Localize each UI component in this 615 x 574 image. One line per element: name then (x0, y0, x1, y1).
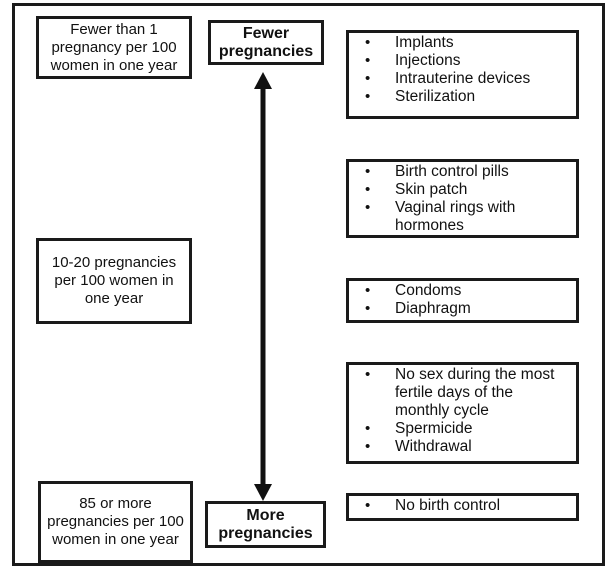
method-item: Vaginal rings with hormones (359, 199, 570, 235)
method-item: Condoms (359, 282, 570, 300)
method-item: Skin patch (359, 181, 570, 199)
rate-box-bottom: 85 or more pregnancies per 100 women in … (38, 481, 193, 563)
fewer-pregnancies-label: Fewer pregnancies (208, 20, 324, 65)
method-group-3: Condoms Diaphragm (346, 278, 579, 323)
rate-text-bottom: 85 or more pregnancies per 100 women in … (47, 495, 184, 548)
method-item: Injections (359, 52, 570, 70)
method-item: Withdrawal (359, 438, 570, 456)
method-group-4: No sex during the most fertile days of t… (346, 362, 579, 464)
method-item: Birth control pills (359, 163, 570, 181)
rate-box-middle: 10-20 pregnancies per 100 women in one y… (36, 238, 192, 324)
method-item: Implants (359, 34, 570, 52)
rate-box-top: Fewer than 1 pregnancy per 100 women in … (36, 16, 192, 79)
method-item: No sex during the most fertile days of t… (359, 366, 570, 420)
rate-text-top: Fewer than 1 pregnancy per 100 women in … (50, 20, 178, 74)
method-group-1: Implants Injections Intrauterine devices… (346, 30, 579, 119)
method-group-5: No birth control (346, 493, 579, 521)
method-item: Intrauterine devices (359, 70, 570, 88)
double-headed-arrow (254, 72, 272, 501)
method-item: No birth control (359, 497, 570, 515)
method-item: Diaphragm (359, 300, 570, 318)
method-item: Spermicide (359, 420, 570, 438)
more-pregnancies-label: More pregnancies (205, 501, 326, 548)
method-group-2: Birth control pills Skin patch Vaginal r… (346, 159, 579, 238)
rate-text-middle: 10-20 pregnancies per 100 women in one y… (51, 254, 177, 307)
diagram-frame (12, 3, 605, 566)
method-item: Sterilization (359, 88, 570, 106)
